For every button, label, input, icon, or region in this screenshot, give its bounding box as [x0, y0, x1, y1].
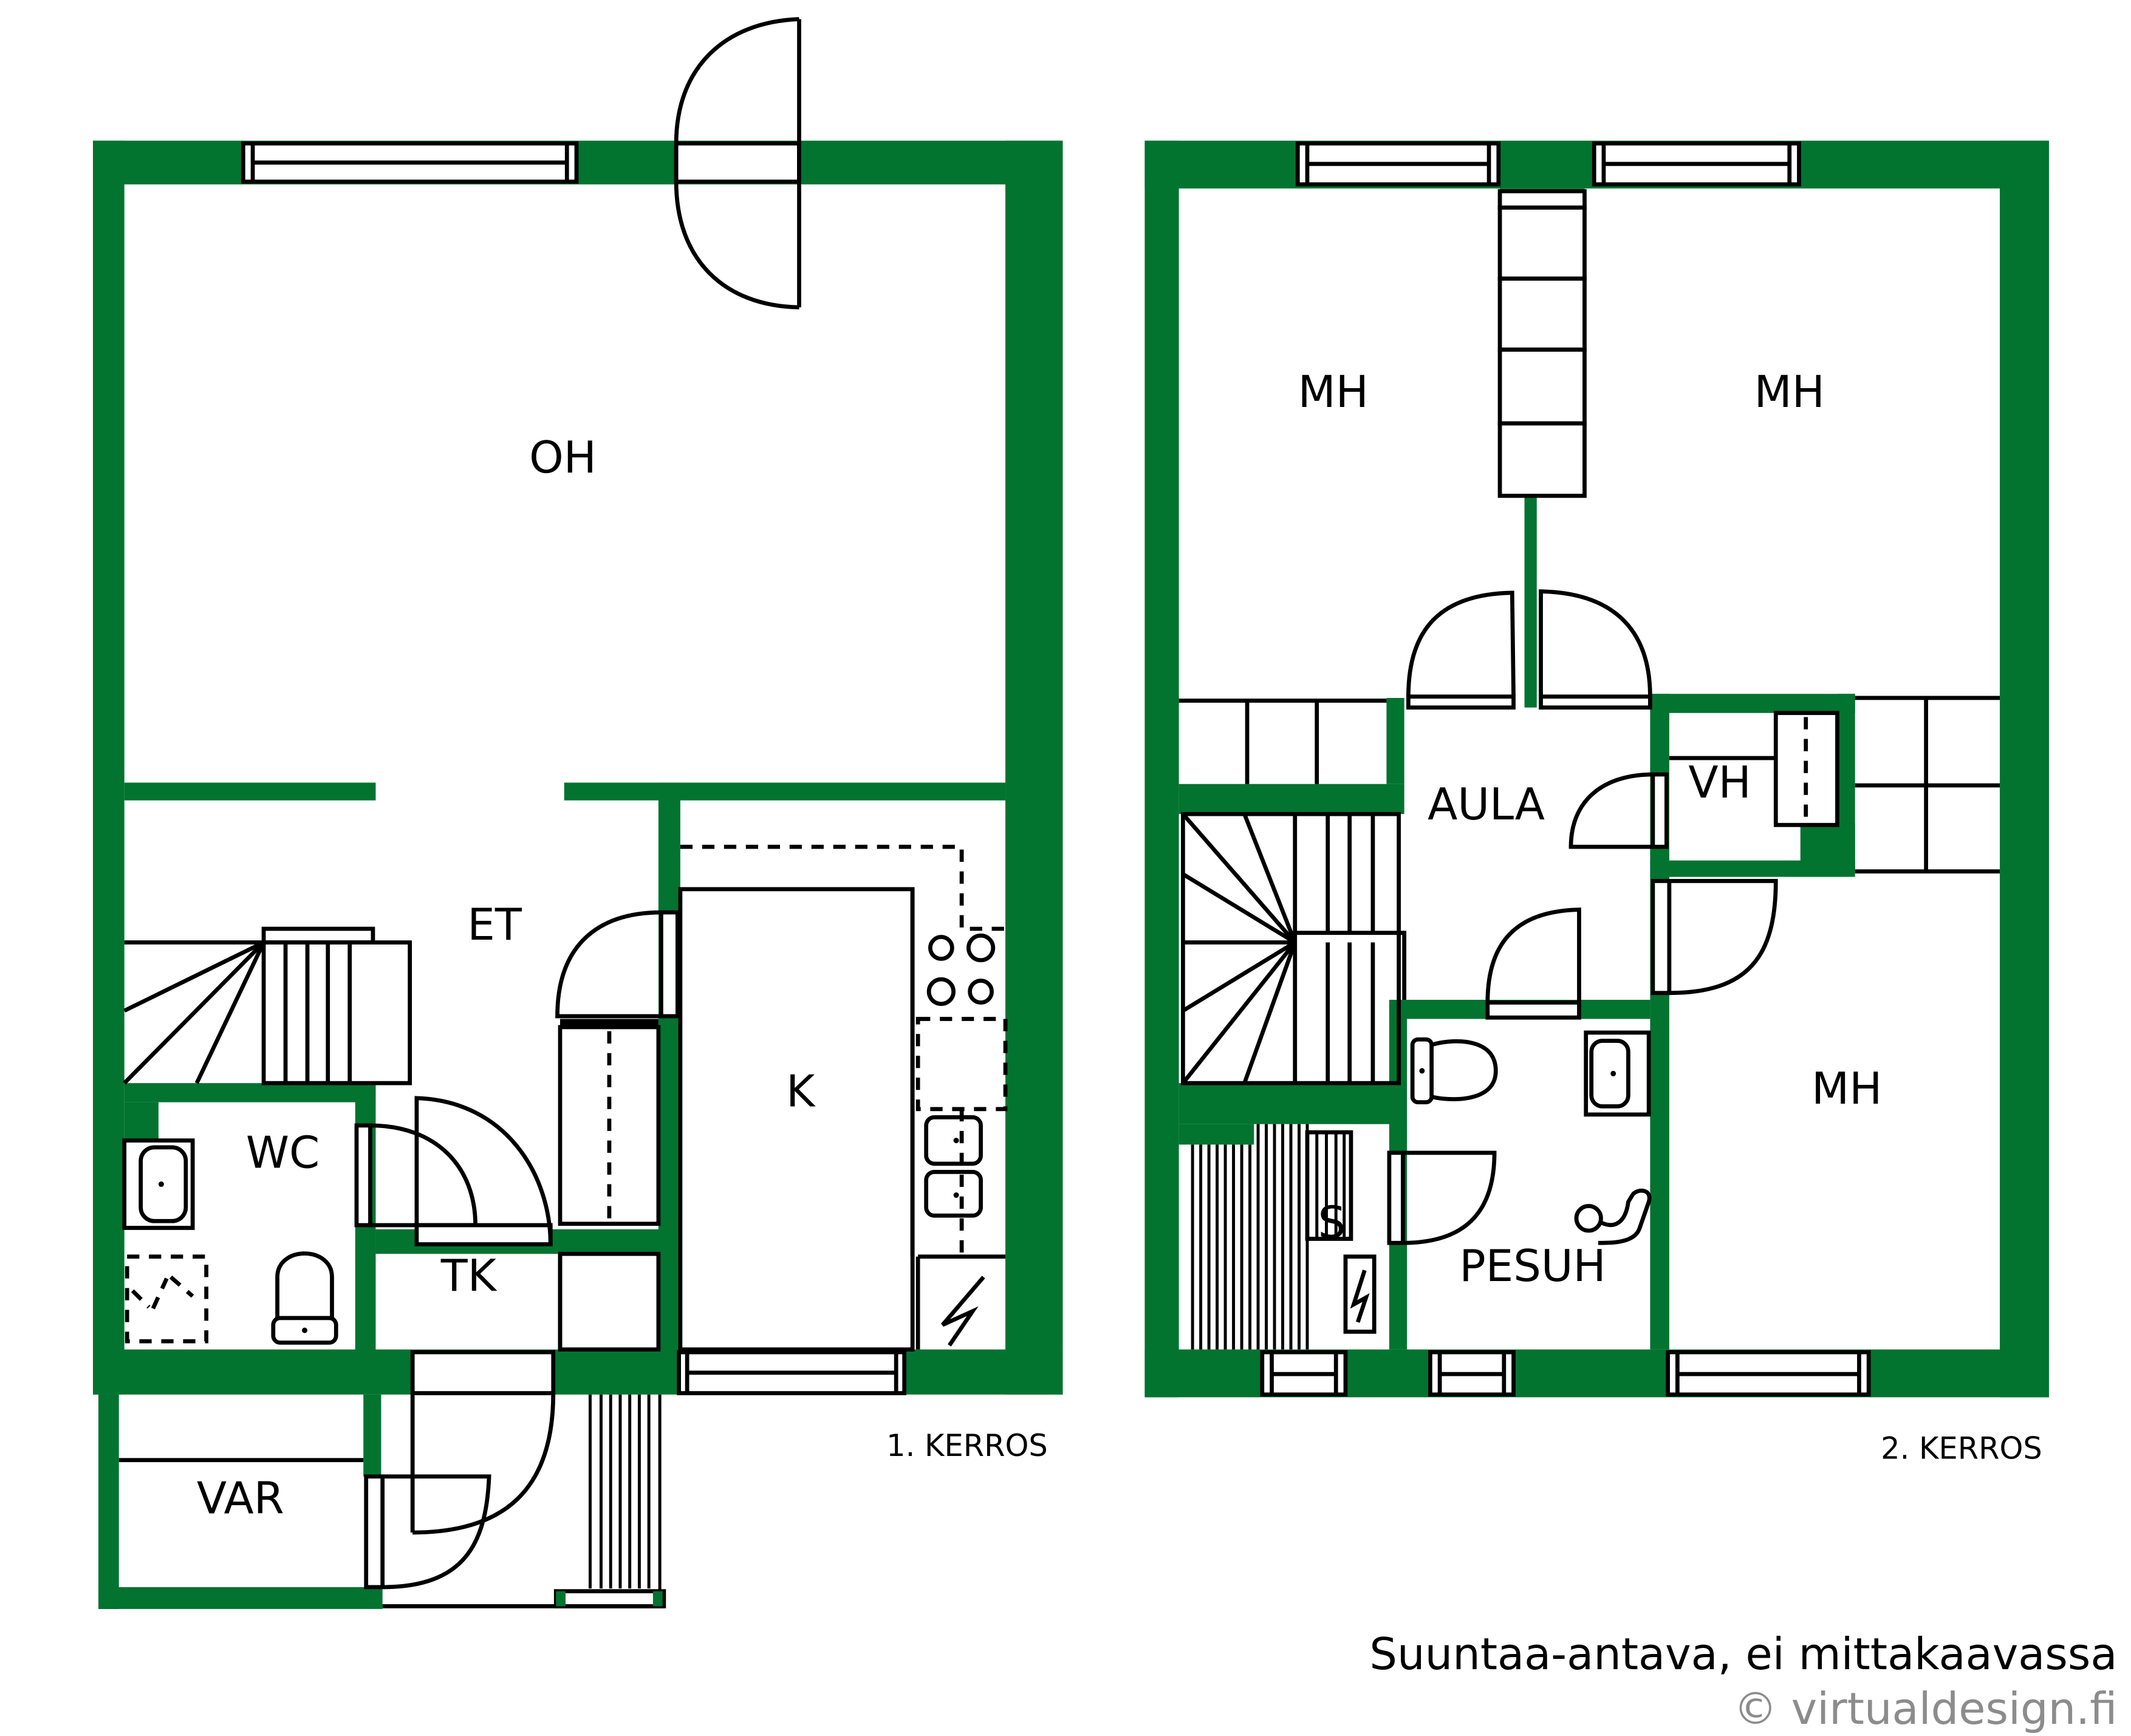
stair-icon: [123, 926, 412, 1085]
floor-label-2: 2. KERROS: [1881, 1431, 2042, 1466]
toilet-icon: [271, 1251, 338, 1345]
door-swing-icon: [1387, 1150, 1497, 1245]
room-label-var: VAR: [197, 1472, 284, 1523]
door-swing-icon: [1406, 589, 1652, 710]
window-icon: [1295, 141, 1501, 186]
disclaimer-text: Suuntaa-antava, ei mittakaavassa: [1369, 1628, 2117, 1680]
wardrobe: [1855, 695, 2000, 873]
stove-icon: [926, 933, 996, 1006]
room-label-mh-left: MH: [1298, 366, 1369, 417]
window-icon: [1428, 1350, 1516, 1397]
door-swing-icon: [1568, 711, 1839, 849]
door-swing-icon: [674, 17, 801, 310]
room-label-k: K: [786, 1065, 816, 1116]
sink-icon: [924, 1115, 983, 1218]
sink-icon: [1584, 1030, 1651, 1117]
electric-panel-icon: [1343, 1254, 1377, 1334]
kitchen-counter: [678, 844, 1008, 1352]
floor-1: OH ET WC TK K VAR 1. KERROS: [92, 17, 1063, 1609]
room-label-oh: OH: [529, 432, 597, 483]
door-swing-icon: [1650, 878, 1778, 996]
sauna-bench-icon: [1191, 1124, 1353, 1350]
window-icon: [677, 1350, 907, 1395]
window-icon: [241, 141, 579, 184]
room-label-mh-bottom: MH: [1811, 1063, 1882, 1114]
room-label-s: S: [1318, 1197, 1346, 1248]
door-swing-icon: [364, 1350, 556, 1590]
room-label-mh-right: MH: [1754, 366, 1825, 417]
door-swing-icon: [555, 910, 680, 1019]
door-swing-icon: [354, 1096, 553, 1246]
electric-panel-icon: [941, 1276, 985, 1347]
window-icon: [1666, 1350, 1871, 1397]
room-label-wc: WC: [246, 1127, 320, 1178]
wardrobe: [1497, 189, 1587, 498]
room-label-pesuh: PESUH: [1459, 1240, 1606, 1291]
room-label-vh: VH: [1688, 757, 1751, 808]
toilet-icon: [1410, 1037, 1498, 1105]
window-icon: [1260, 1350, 1348, 1397]
shower-icon: [1574, 1188, 1652, 1245]
floor-label-1: 1. KERROS: [886, 1428, 1048, 1463]
window-icon: [1592, 141, 1801, 186]
stair-icon: [1181, 812, 1407, 1085]
room-label-et: ET: [467, 899, 522, 950]
room-label-tk: TK: [440, 1250, 498, 1301]
room-label-aula: AULA: [1428, 779, 1545, 830]
wardrobe: [1178, 699, 1387, 784]
sink-icon: [122, 1138, 195, 1230]
floor-2: MH MH AULA VH S PESUH MH 2. KERROS: [1144, 140, 2050, 1466]
door-swing-icon: [1485, 907, 1581, 1020]
shower-icon: [125, 1254, 208, 1344]
stair-icon: [553, 1394, 666, 1608]
wardrobe: [558, 1019, 661, 1352]
copyright-text: © virtualdesign.fi: [1734, 1683, 2118, 1734]
